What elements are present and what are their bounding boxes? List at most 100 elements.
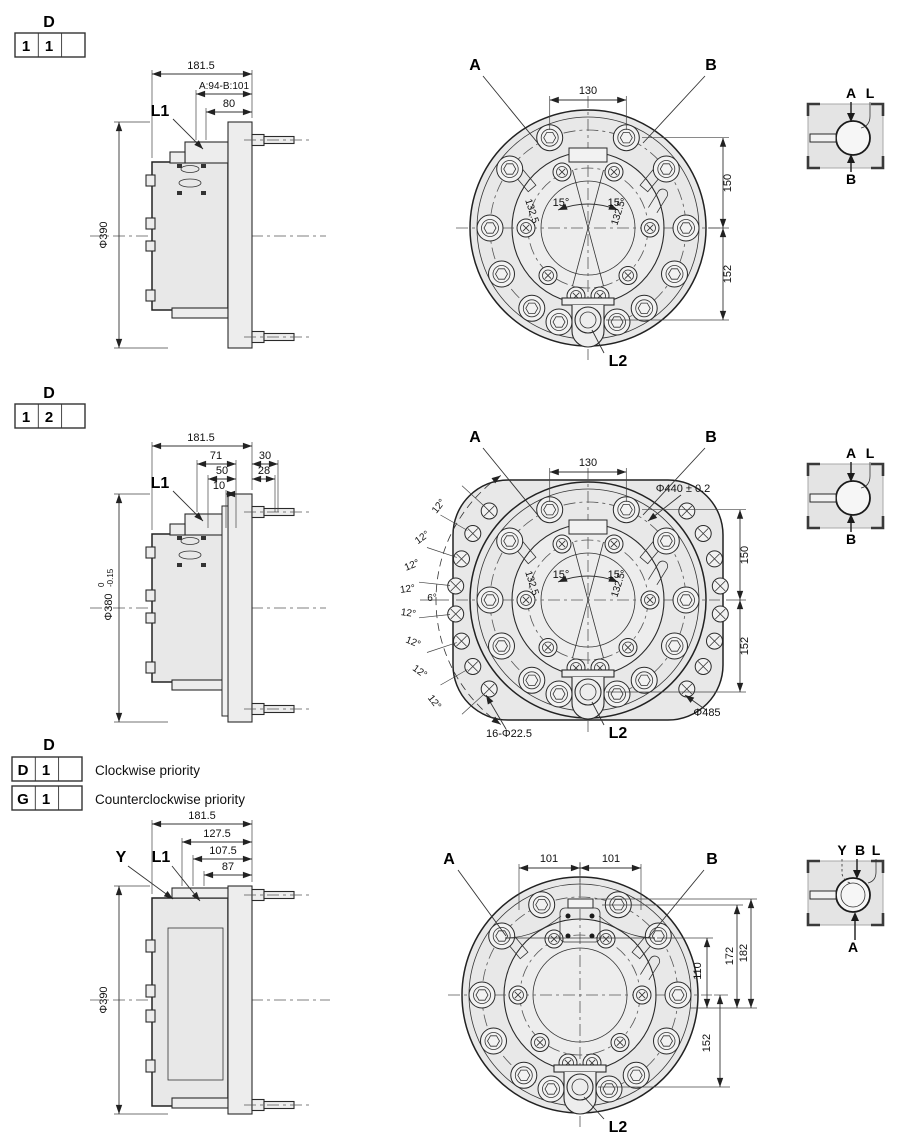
tolerance-lower: -0.15: [106, 568, 115, 587]
dim-101-left: 101: [540, 853, 558, 865]
valve-block: [806, 102, 885, 170]
schematic-port-b: B: [855, 842, 865, 858]
port-l1-label: L1: [152, 849, 171, 866]
dim-110: 110: [692, 962, 704, 980]
angle-12-7: 12°: [410, 663, 429, 681]
dim-152: 152: [739, 637, 751, 655]
motor-body: [151, 161, 229, 311]
code-g-cell-1: G: [17, 791, 29, 808]
dim-overall-length: 181.5: [187, 432, 215, 444]
port-a-label: A: [443, 851, 455, 868]
angle-15-right: 15°: [608, 569, 625, 581]
code-d-cell-2: 1: [42, 762, 50, 779]
code-cells: [14, 32, 86, 58]
dim-87: 87: [222, 861, 234, 873]
motor-body: [151, 897, 229, 1107]
schematic-port-y: Y: [837, 842, 847, 858]
port-y-label: Y: [116, 849, 127, 866]
schematic-port-l: L: [866, 85, 875, 101]
valve-block: [806, 462, 885, 530]
code-cell-1: 1: [22, 409, 30, 426]
schematic-2: A L B: [806, 445, 885, 547]
inner-cavity: [167, 927, 224, 1081]
motor-body: [151, 533, 229, 683]
dim-150: 150: [739, 546, 751, 564]
tolerance-upper: 0: [97, 582, 106, 587]
code-cell-1: 1: [22, 38, 30, 55]
port-b-label: B: [705, 429, 717, 446]
port-b-label: B: [705, 57, 717, 74]
code-cells-d: [11, 756, 83, 782]
port-l1-label: L1: [151, 475, 170, 492]
stud-bolt: [243, 1098, 313, 1112]
dim-28: 28: [258, 465, 270, 477]
dim-127: 127.5: [203, 828, 231, 840]
section-2: D 1 2 181.5 71 30 50 28: [14, 385, 885, 742]
angle-12-8: 12°: [425, 693, 443, 712]
dim-172: 172: [724, 947, 736, 965]
dim-130: 130: [579, 85, 597, 97]
code-box-3: D D 1 Clockwise priority G 1 Countercloc…: [11, 737, 245, 811]
dim-150: 150: [722, 174, 734, 192]
key-tab: [568, 147, 608, 163]
dim-diameter-390: Φ390: [98, 986, 110, 1013]
port-l2-label: L2: [609, 725, 628, 742]
code-cell-2: 2: [45, 409, 53, 426]
dim-port-depth: A:94-B:101: [199, 81, 249, 92]
angle-12-5: 12°: [400, 607, 417, 620]
stud-bolt: [243, 702, 313, 716]
angle-12-6: 12°: [404, 635, 422, 651]
code-g-cell-2: 1: [42, 791, 50, 808]
dim-80: 80: [223, 98, 235, 110]
clockwise-priority-label: Clockwise priority: [95, 763, 200, 778]
dim-diameter-380: Φ380 0 -0.15: [97, 568, 115, 620]
code-cell-2: 1: [45, 38, 53, 55]
schematic-1: A L B: [806, 85, 885, 187]
angle-15-left: 15°: [553, 569, 570, 581]
front-view-1: A B 130 150 152 15° 15° 132.5 132.5 L2: [456, 57, 734, 370]
port-l2-label: L2: [609, 353, 628, 370]
schematic-port-a: A: [848, 939, 858, 955]
schematic-port-a: A: [846, 445, 856, 461]
code-title: D: [43, 385, 55, 402]
angle-12-3: 12°: [403, 558, 421, 574]
angle-12-4: 12°: [399, 583, 416, 596]
mounting-flange: [227, 121, 253, 349]
schematic-port-b: B: [846, 171, 856, 187]
code-title: D: [43, 737, 55, 754]
inner-circle: [840, 882, 866, 908]
front-view-3: A B 101 101 110 172 182 152 L2: [443, 851, 757, 1136]
dim-overall-length: 181.5: [188, 810, 216, 822]
port-l2-label: L2: [609, 1119, 628, 1136]
section-3: D D 1 Clockwise priority G 1 Countercloc…: [11, 737, 885, 1136]
code-cells-g: [11, 785, 83, 811]
dim-bolt-holes: 16-Φ22.5: [486, 728, 532, 740]
dim-485: Φ485: [693, 707, 720, 719]
side-view-2: 181.5 71 30 50 28 10 L1 Φ380 0 -0.15: [90, 432, 326, 723]
schematic-port-b: B: [846, 531, 856, 547]
stud-bolt: [243, 888, 313, 902]
dim-101-right: 101: [602, 853, 620, 865]
code-cells: [14, 403, 86, 429]
code-box-1: D 1 1: [14, 14, 86, 58]
dim-71: 71: [210, 450, 222, 462]
front-view-2: 12° 12° 12° 12° 6° 12° 12° 12° 12° A B 1…: [399, 429, 751, 742]
port-b-label: B: [706, 851, 718, 868]
section-1: D 1 1 181.5 A:94-B:101 80 L1 Φ390: [14, 14, 885, 370]
dim-130: 130: [579, 457, 597, 469]
side-view-1: 181.5 A:94-B:101 80 L1 Φ390: [90, 60, 326, 349]
schematic-port-a: A: [846, 85, 856, 101]
dim-30: 30: [259, 450, 271, 462]
dim-440: Φ440 ± 0.2: [656, 483, 711, 495]
angle-15-right: 15°: [608, 197, 625, 209]
angle-12-2: 12°: [413, 529, 432, 547]
code-title: D: [43, 14, 55, 31]
stud-bolt: [243, 133, 313, 147]
dim-diameter-390: Φ390: [98, 221, 110, 248]
dim-10: 10: [213, 480, 225, 492]
dim-50: 50: [216, 465, 228, 477]
dim-152: 152: [722, 265, 734, 283]
valve-block: [806, 859, 885, 927]
counterclockwise-priority-label: Counterclockwise priority: [95, 792, 245, 807]
code-d-cell-1: D: [18, 762, 29, 779]
